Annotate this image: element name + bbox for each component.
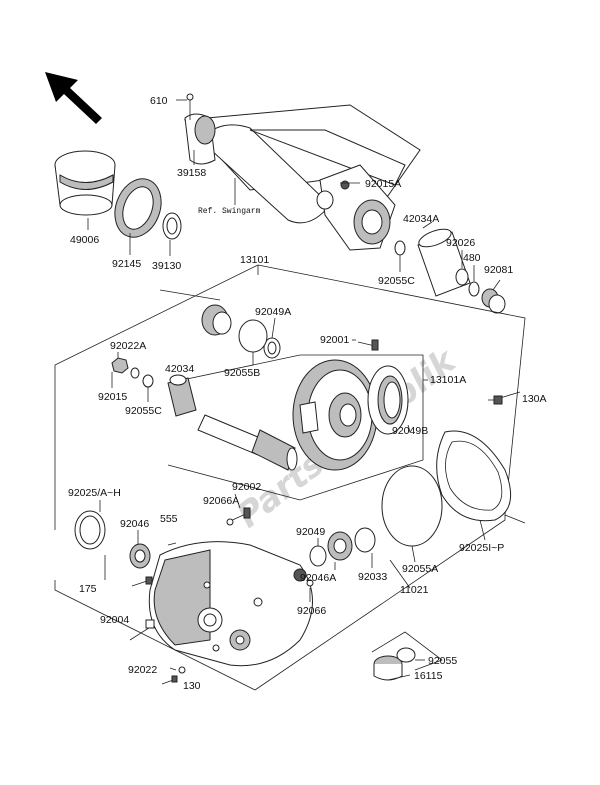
nut-top <box>201 304 232 336</box>
bolt-92001 <box>357 339 379 351</box>
bolt-130 <box>161 675 178 685</box>
label-92026: 92026 <box>446 237 475 249</box>
ref-swingarm-note: Ref. Swingarm <box>198 207 261 216</box>
bearing-92046a <box>327 531 353 561</box>
nut-555 <box>167 542 177 546</box>
label-11021: 11021 <box>400 584 429 596</box>
washer-92066 <box>306 579 314 587</box>
label-92025-i-p: 92025I~P <box>459 542 504 554</box>
shim-left <box>74 510 106 550</box>
o-ring-92055c <box>142 374 154 388</box>
label-92049a: 92049A <box>255 306 291 318</box>
label-92066: 92066 <box>297 605 326 617</box>
label-92033: 92033 <box>358 571 387 583</box>
label-16115: 16115 <box>414 670 443 682</box>
seal-92049b <box>367 365 409 435</box>
label-130: 130 <box>183 680 201 692</box>
label-39130: 39130 <box>152 260 181 272</box>
o-ring-92055a <box>381 465 443 547</box>
nut-92022a <box>111 357 129 374</box>
o-ring-92055c-top <box>394 240 406 256</box>
final-drive-case <box>148 541 313 667</box>
leader-lines <box>87 99 501 681</box>
label-130a: 130A <box>522 393 547 405</box>
nut-92022 <box>178 666 186 674</box>
label-42034a: 42034A <box>403 213 439 225</box>
label-92055c: 92055C <box>125 405 162 417</box>
label-480: 480 <box>463 252 481 264</box>
gasket-right <box>436 430 512 522</box>
label-92046: 92046 <box>120 518 149 530</box>
label-92022: 92022 <box>128 664 157 676</box>
label-92055: 92055 <box>428 655 457 667</box>
label-92081: 92081 <box>484 264 513 276</box>
label-42034: 42034 <box>165 363 194 375</box>
label-555: 555 <box>160 513 178 525</box>
label-13101: 13101 <box>240 254 269 266</box>
coupling-42034 <box>167 374 197 417</box>
pinion-shaft <box>197 414 298 471</box>
circlip-92033 <box>354 527 376 553</box>
ring-92026 <box>455 268 469 286</box>
seal-part <box>162 212 182 240</box>
front-arrow-icon <box>45 72 102 124</box>
label-92055b: 92055B <box>224 367 260 379</box>
ring-gear <box>292 359 378 471</box>
label-92055a: 92055A <box>402 563 438 575</box>
label-92004: 92004 <box>100 614 129 626</box>
pivot-bolt-92004 <box>129 619 155 641</box>
bearing-92046 <box>129 543 151 569</box>
label-92001: 92001 <box>320 334 349 346</box>
label-39158: 39158 <box>177 167 206 179</box>
label-92022a: 92022A <box>110 340 146 352</box>
washer-small <box>130 367 140 379</box>
ring-480 <box>468 281 480 297</box>
spring-92081 <box>481 288 506 314</box>
label-610: 610 <box>150 95 168 107</box>
label-92015a: 92015A <box>365 178 401 190</box>
label-92066a: 92066A <box>203 495 239 507</box>
washer-92066a <box>226 518 234 526</box>
ring-part <box>114 178 162 238</box>
label-92015: 92015 <box>98 391 127 403</box>
label-92025-a-h: 92025/A~H <box>68 487 121 499</box>
o-ring-92055 <box>396 647 416 663</box>
label-92145: 92145 <box>112 258 141 270</box>
swingarm-assembly <box>183 93 421 251</box>
o-ring-92055b <box>238 319 268 353</box>
filler-cap-16115 <box>373 655 403 681</box>
assembly-outline <box>54 264 526 691</box>
label-92002: 92002 <box>232 481 261 493</box>
boot-part <box>54 150 116 216</box>
subassembly-outline <box>167 354 424 501</box>
bearing-92049 <box>309 545 327 567</box>
label-49006: 49006 <box>70 234 99 246</box>
bolt-175 <box>131 576 153 587</box>
label-175: 175 <box>79 583 97 595</box>
label-13101a: 13101A <box>430 374 466 386</box>
label-92049b: 92049B <box>392 425 428 437</box>
label-92046a: 92046A <box>300 572 336 584</box>
label-92055c-top: 92055C <box>378 275 415 287</box>
label-92049: 92049 <box>296 526 325 538</box>
part-labels: 610 39158 Ref. Swingarm 92015A 49006 921… <box>68 95 547 692</box>
